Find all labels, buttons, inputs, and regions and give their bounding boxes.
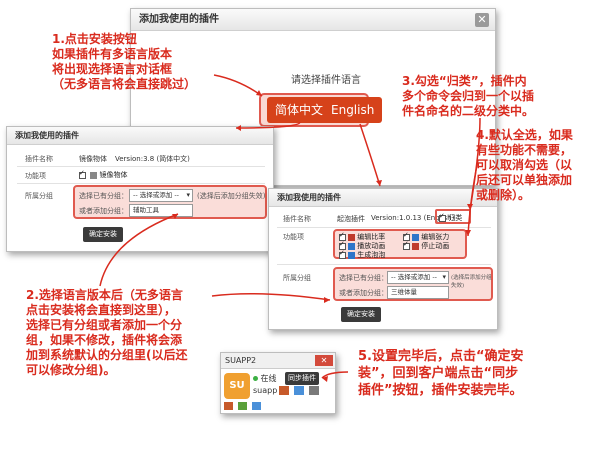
divider bbox=[17, 166, 265, 167]
settings-icon[interactable] bbox=[309, 386, 320, 395]
functions-highlight bbox=[333, 229, 467, 259]
install-dialog-mirror: 添加我使用的插件 插件名称 镜像物体 Version:3.8 (简体中文) 功能… bbox=[6, 126, 274, 252]
mirror-icon bbox=[90, 171, 98, 179]
plugin-name: 镜像物体 bbox=[79, 155, 107, 163]
install-button[interactable]: 确定安装 bbox=[341, 307, 381, 322]
image-icon[interactable] bbox=[294, 386, 305, 395]
callout-step-3: 3.勾选“归类”，插件内 多个命令会归到一个以插 件名命名的二级分类中。 bbox=[402, 74, 535, 118]
suapp-logo-text: SU bbox=[229, 380, 245, 391]
divider bbox=[17, 183, 265, 184]
install-dialog-title: 添加我使用的插件 bbox=[15, 131, 79, 140]
function-label: 功能项 bbox=[283, 233, 304, 241]
function-item-stop-animation[interactable]: 停止动画 bbox=[403, 240, 450, 251]
classify-checkbox[interactable] bbox=[439, 212, 446, 222]
group-label: 所属分组 bbox=[25, 192, 53, 200]
play-icon bbox=[348, 242, 355, 250]
edit-ratio-icon bbox=[348, 233, 355, 241]
language-dialog-title: 添加我使用的插件 bbox=[139, 14, 219, 25]
divider bbox=[277, 264, 491, 265]
callout-step-4: 4.默认全选，如果 有些功能不需要， 可以取消勾选（以 后还可以单独添加 或删除… bbox=[476, 128, 573, 202]
select-group-label: 选择已有分组： bbox=[339, 274, 388, 282]
stop-icon bbox=[412, 242, 419, 250]
install-dialog-title: 添加我使用的插件 bbox=[277, 193, 341, 202]
app-icon[interactable] bbox=[252, 402, 262, 410]
new-group-label: 或者添加分组： bbox=[339, 289, 388, 297]
function-label: 功能项 bbox=[25, 172, 46, 180]
function-checkbox[interactable] bbox=[403, 240, 410, 250]
select-note: (选择后添加分组失效) bbox=[197, 192, 266, 200]
plugin-version: Version:1.0.13 (English) bbox=[371, 214, 455, 222]
function-checkbox[interactable] bbox=[339, 249, 346, 259]
classify-label: 归类 bbox=[448, 214, 463, 222]
install-dialog-titlebar: 添加我使用的插件 bbox=[7, 127, 273, 145]
group-select[interactable]: -- 选择或添加 -- bbox=[387, 271, 449, 284]
select-group-label: 选择已有分组： bbox=[79, 192, 128, 200]
suapp-logo: SU bbox=[224, 373, 250, 399]
function-item-label: 镜像物体 bbox=[99, 171, 128, 179]
language-dialog-titlebar: 添加我使用的插件 ✕ bbox=[131, 9, 495, 31]
install-dialog-titlebar: 添加我使用的插件 bbox=[269, 189, 497, 207]
bubble-icon bbox=[348, 251, 355, 259]
close-icon[interactable]: ✕ bbox=[315, 355, 333, 366]
language-option-chinese[interactable]: 简体中文 bbox=[267, 97, 332, 123]
online-dot-icon bbox=[253, 376, 258, 381]
classify-checkbox-group[interactable]: 归类 bbox=[439, 212, 463, 223]
function-item-label: 播放动画 bbox=[357, 242, 386, 250]
function-item-label: 编辑比率 bbox=[357, 233, 386, 241]
divider bbox=[277, 227, 491, 228]
function-item-mirror[interactable]: 镜像物体 bbox=[79, 169, 128, 180]
group-select[interactable]: -- 选择或添加 -- bbox=[129, 189, 193, 202]
bottom-icons bbox=[224, 402, 262, 413]
app-icon[interactable] bbox=[238, 402, 248, 410]
suapp-titlebar: SUAPP2 ✕ bbox=[221, 353, 335, 369]
function-item-label: 编辑张力 bbox=[421, 233, 450, 241]
new-group-input[interactable]: 三维体量 bbox=[387, 286, 449, 299]
function-item-label: 停止动画 bbox=[421, 242, 450, 250]
toolbar-icons bbox=[279, 386, 320, 398]
plugin-name-label: 插件名称 bbox=[25, 155, 53, 163]
group-label: 所属分组 bbox=[283, 274, 311, 282]
suapp-window: SUAPP2 ✕ SU 在线 同步插件 suapp bbox=[220, 352, 336, 414]
install-button[interactable]: 确定安装 bbox=[83, 227, 123, 242]
app-icon[interactable] bbox=[224, 402, 233, 410]
callout-step-2: 2.选择语言版本后（无多语言 点击安装将会直接到这里）， 选择已有分组或者添加一… bbox=[26, 288, 188, 377]
plugin-name: 起泡插件 bbox=[337, 215, 365, 223]
close-icon[interactable]: ✕ bbox=[475, 13, 489, 27]
new-group-label: 或者添加分组： bbox=[79, 207, 128, 215]
function-item-generate-bubble[interactable]: 生成泡泡 bbox=[339, 249, 386, 260]
function-checkbox[interactable] bbox=[79, 169, 86, 179]
home-icon[interactable] bbox=[279, 386, 289, 395]
new-group-input[interactable]: 辅助工具 bbox=[129, 204, 193, 217]
plugin-name-label: 插件名称 bbox=[283, 215, 311, 223]
install-dialog-bubble: 添加我使用的插件 插件名称 起泡插件 Version:1.0.13 (Engli… bbox=[268, 188, 498, 330]
edit-tension-icon bbox=[412, 233, 419, 241]
language-option-english[interactable]: English bbox=[323, 97, 383, 123]
online-status: 在线 bbox=[253, 373, 277, 384]
online-label: 在线 bbox=[260, 374, 277, 383]
select-note: (选择后添加分组失效) bbox=[451, 275, 492, 289]
language-prompt: 请选择插件语言 bbox=[291, 75, 361, 86]
plugin-version: Version:3.8 (简体中文) bbox=[115, 155, 190, 163]
sync-plugins-button[interactable]: 同步插件 bbox=[285, 372, 319, 385]
suapp-user: suapp bbox=[253, 386, 278, 395]
function-item-label: 生成泡泡 bbox=[357, 251, 386, 259]
callout-step-1: 1.点击安装按钮 如果插件有多语言版本 将出现选择语言对话框 （无多语言将会直接… bbox=[52, 32, 197, 91]
callout-step-5: 5.设置完毕后，点击“确定安 装”，回到客户端点击“同步 插件”按钮，插件安装完… bbox=[358, 349, 524, 398]
suapp-title: SUAPP2 bbox=[225, 356, 257, 365]
